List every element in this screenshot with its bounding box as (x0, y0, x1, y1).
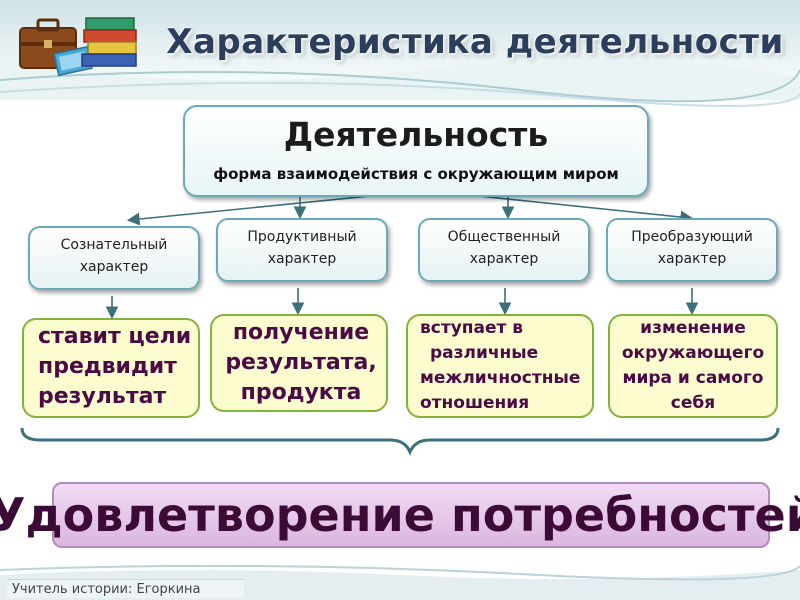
description-text-productive: получение результата, продукта (225, 320, 377, 405)
description-box-conscious (22, 318, 200, 418)
main-concept-title: Деятельность (283, 115, 549, 154)
main-concept-subtitle: форма взаимодействия с окружающим миром (213, 165, 619, 183)
category-box-conscious: Сознательный характер (28, 226, 200, 290)
description-text-conscious: ставит цели предвидит результат (38, 324, 192, 409)
description-box-transformative (608, 314, 778, 418)
main-concept-box: Деятельность форма взаимодействия с окру… (183, 105, 649, 197)
conclusion-text: Удовлетворение потребностей (0, 488, 800, 542)
category-line2: характер (267, 251, 337, 267)
description-box-social (406, 314, 594, 418)
category-box-social: Общественный характер (418, 218, 590, 282)
category-line2: характер (469, 251, 539, 267)
school-icons (19, 17, 137, 77)
category-line1: Общественный (447, 229, 561, 245)
category-box-transformative: Преобразующий характер (606, 218, 778, 282)
category-line1: Преобразующий (631, 229, 753, 245)
description-box-productive (210, 314, 388, 412)
description-text-transformative: изменение окружающего мира и самого себя (621, 318, 765, 413)
category-line2: характер (657, 251, 727, 267)
brace (20, 427, 780, 456)
conclusion-box (52, 482, 770, 548)
category-line1: Продуктивный (247, 229, 357, 245)
author-footer: Учитель истории: Егоркина (7, 579, 244, 598)
category-box-productive: Продуктивный характер (216, 218, 388, 282)
category-line2: характер (79, 259, 149, 275)
page-title: Характеристика деятельности (166, 22, 784, 62)
books-icon (81, 17, 137, 67)
description-text-social: вступает в различные межличностные отнош… (420, 318, 581, 413)
category-line1: Сознательный (60, 237, 168, 253)
